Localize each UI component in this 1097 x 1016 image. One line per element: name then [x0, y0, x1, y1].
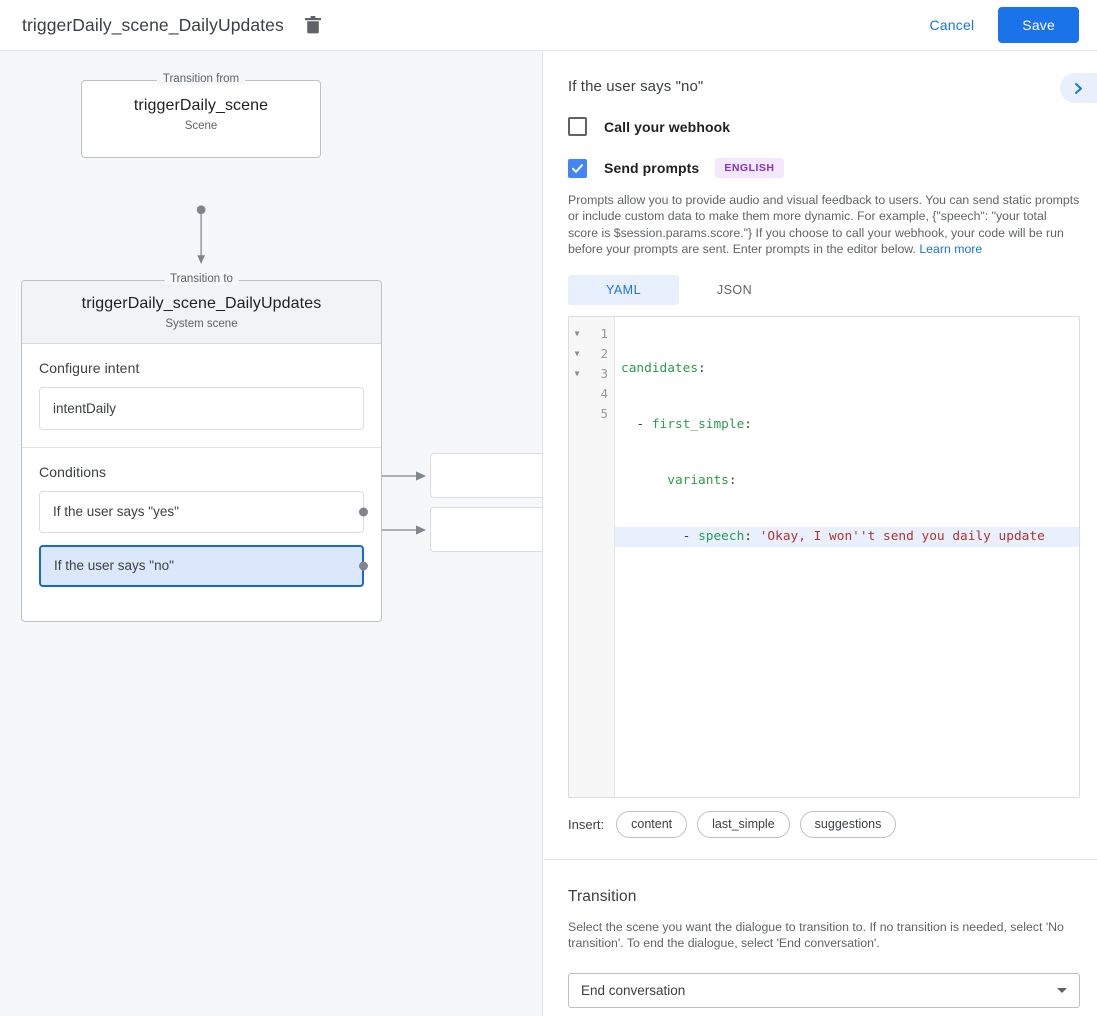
- transition-title: Transition: [568, 888, 637, 906]
- prompt-code-editor[interactable]: ▼1 ▼2 ▼3 4 5 candidates: - first_simple:…: [568, 316, 1080, 799]
- panel-title: If the user says "no": [568, 78, 704, 95]
- line-number: 3: [600, 365, 608, 381]
- line-number: 2: [600, 345, 608, 361]
- code-indent: [621, 473, 667, 488]
- code-line: - speech: 'Okay, I won''t send you daily…: [615, 527, 1079, 548]
- chevron-right-icon: [1075, 82, 1082, 94]
- transition-description: Select the scene you want the dialogue t…: [568, 920, 1064, 951]
- graph-node-to-subtitle: System scene: [165, 318, 238, 330]
- graph-node-to-header: triggerDaily_scene_DailyUpdates System s…: [22, 281, 381, 344]
- save-button[interactable]: Save: [998, 7, 1079, 43]
- call-webhook-row[interactable]: Call your webhook: [568, 117, 1073, 136]
- graph-edge-from-to: [196, 205, 206, 264]
- collapse-panel-button[interactable]: [1060, 73, 1097, 103]
- graph-node-target-yes[interactable]: [430, 453, 542, 498]
- code-dash: -: [636, 417, 652, 433]
- gutter-line: ▼1: [569, 323, 614, 343]
- editor-code-area[interactable]: candidates: - first_simple: variants: - …: [615, 317, 1079, 797]
- code-indent: [621, 417, 636, 432]
- send-prompts-label: Send prompts: [604, 160, 700, 176]
- transition-section: Transition Select the scene you want the…: [544, 888, 1097, 1008]
- trash-icon: [304, 16, 321, 34]
- scene-graph-canvas[interactable]: Transition from triggerDaily_scene Scene…: [0, 51, 543, 1016]
- configure-intent-label: Configure intent: [39, 360, 140, 376]
- line-number: 4: [600, 385, 608, 401]
- gutter-line: 5: [569, 403, 614, 423]
- condition-connector-dot: [359, 561, 368, 571]
- condition-item-yes[interactable]: If the user says "yes": [39, 491, 368, 533]
- gutter-line: ▼2: [569, 343, 614, 363]
- graph-node-target-no[interactable]: [430, 507, 542, 552]
- call-webhook-checkbox[interactable]: [568, 117, 587, 136]
- condition-item-no[interactable]: If the user says "no": [39, 545, 368, 587]
- graph-node-from-subtitle: Scene: [184, 120, 218, 132]
- learn-more-link[interactable]: Learn more: [919, 241, 983, 256]
- transition-select[interactable]: End conversation: [568, 972, 1080, 1008]
- code-key: speech: [698, 529, 745, 545]
- insert-chip-last-simple[interactable]: last_simple: [697, 811, 790, 839]
- conditions-label: Conditions: [39, 464, 107, 480]
- code-colon: :: [744, 529, 760, 545]
- language-badge: ENGLISH: [715, 158, 784, 178]
- insert-chip-suggestions[interactable]: suggestions: [799, 811, 897, 839]
- code-dash: -: [682, 529, 699, 545]
- chevron-down-icon: [1057, 987, 1067, 993]
- prompts-description: Prompts allow you to provide audio and v…: [568, 192, 1080, 257]
- code-key: candidates: [621, 361, 699, 377]
- send-prompts-row[interactable]: Send prompts ENGLISH: [568, 158, 1073, 178]
- condition-label: If the user says "no": [54, 558, 174, 573]
- code-line: variants:: [615, 471, 1079, 491]
- fold-toggle-icon[interactable]: ▼: [574, 368, 580, 378]
- code-line: candidates:: [615, 359, 1079, 379]
- page-title: triggerDaily_scene_DailyUpdates: [22, 14, 284, 35]
- line-number: 1: [600, 325, 608, 341]
- delete-button[interactable]: [300, 12, 326, 38]
- code-indent: [621, 529, 683, 544]
- format-tabs: YAML JSON: [568, 275, 1073, 306]
- conditions-section: Conditions If the user says "yes" If the…: [22, 447, 381, 604]
- tab-yaml[interactable]: YAML: [568, 275, 679, 306]
- configure-intent-section: Configure intent intentDaily: [22, 344, 381, 447]
- top-bar-actions: Cancel Save: [916, 7, 1079, 43]
- graph-node-from-title: triggerDaily_scene: [133, 97, 269, 114]
- check-icon: [572, 163, 583, 173]
- graph-node-to-title: triggerDaily_scene_DailyUpdates: [81, 295, 322, 312]
- code-value: 'Okay, I won''t send you daily update: [759, 529, 1045, 545]
- line-number: 5: [600, 405, 608, 421]
- condition-label: If the user says "yes": [53, 504, 179, 519]
- insert-label: Insert:: [568, 817, 605, 833]
- section-divider: [544, 859, 1097, 861]
- insert-chips-row: Insert: content last_simple suggestions: [568, 811, 1073, 839]
- graph-node-transition-to[interactable]: Transition to triggerDaily_scene_DailyUp…: [21, 273, 382, 622]
- code-colon: :: [698, 361, 706, 377]
- detail-panel: If the user says "no" Call your webhook …: [544, 51, 1097, 1016]
- code-key: variants: [667, 473, 729, 489]
- prompts-section: If the user says "no" Call your webhook …: [544, 51, 1097, 839]
- code-line: [615, 583, 1079, 603]
- fold-toggle-icon[interactable]: ▼: [574, 348, 580, 358]
- gutter-line: 4: [569, 383, 614, 403]
- top-bar: triggerDaily_scene_DailyUpdates Cancel S…: [0, 0, 1097, 51]
- gutter-line: ▼3: [569, 363, 614, 383]
- code-colon: :: [728, 473, 737, 489]
- transition-select-value: End conversation: [581, 982, 686, 998]
- code-colon: :: [744, 417, 753, 433]
- code-key: first_simple: [651, 417, 745, 433]
- editor-gutter: ▼1 ▼2 ▼3 4 5: [569, 317, 615, 798]
- intent-field[interactable]: intentDaily: [39, 387, 364, 430]
- code-line: - first_simple:: [615, 415, 1079, 435]
- call-webhook-label: Call your webhook: [604, 118, 731, 135]
- condition-connector-dot: [359, 507, 368, 517]
- send-prompts-checkbox[interactable]: [568, 158, 587, 178]
- tab-json[interactable]: JSON: [716, 283, 753, 298]
- graph-node-from-legend: Transition from: [156, 73, 246, 85]
- fold-toggle-icon[interactable]: ▼: [574, 328, 580, 338]
- prompts-description-text: Prompts allow you to provide audio and v…: [568, 193, 1080, 256]
- cancel-button[interactable]: Cancel: [916, 8, 989, 42]
- graph-node-transition-from[interactable]: Transition from triggerDaily_scene Scene: [81, 73, 321, 158]
- graph-node-to-legend: Transition to: [164, 273, 239, 285]
- insert-chip-content[interactable]: content: [616, 811, 688, 839]
